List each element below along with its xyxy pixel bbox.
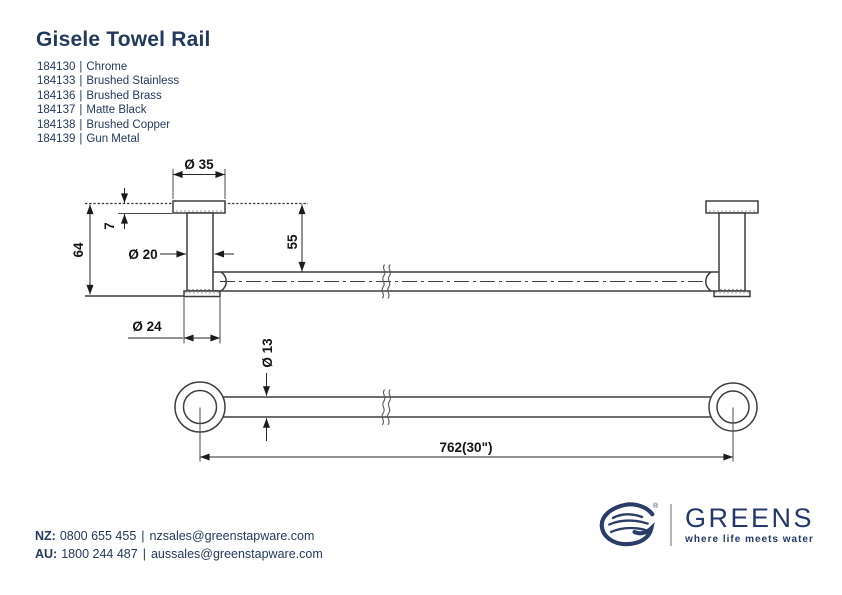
dim-post-diameter: Ø 20: [128, 247, 234, 262]
greens-logo: ® GREENS where life meets water: [599, 502, 814, 548]
logo-divider: [670, 504, 672, 546]
nz-label: NZ:: [35, 529, 56, 543]
dim-cap-width-label: Ø 35: [184, 157, 214, 172]
variant-code: 184130: [37, 61, 76, 73]
page-title: Gisele Towel Rail: [36, 28, 211, 51]
brand-text: GREENS where life meets water: [685, 503, 815, 546]
variant-code: 184139: [37, 133, 76, 146]
variant-row: 184137|Matte Black: [37, 103, 179, 117]
dim-post-diameter-label: Ø 20: [128, 247, 157, 262]
variant-finish: Gun Metal: [86, 133, 140, 146]
break-mark-plan: [381, 389, 391, 426]
contact-nz: NZ:0800 655 455 | nzsales@greenstapware.co…: [35, 527, 323, 545]
variant-code: 184136: [37, 89, 76, 102]
contact-info: NZ:0800 655 455|nzsales@greenstapware.co…: [35, 527, 323, 563]
variant-row: 184139|Gun Metal: [37, 132, 179, 146]
dim-rail-diameter-label: Ø 13: [260, 338, 275, 368]
break-mark-front: [381, 264, 391, 299]
variant-row: 184130|Chrome: [37, 60, 179, 74]
variant-finish: Brushed Brass: [86, 89, 162, 102]
left-post: [186, 212, 214, 292]
front-view: Ø 35 7 64 Ø 20 55: [71, 157, 759, 344]
right-base: [713, 290, 751, 298]
dim-cap-thickness-label: 7: [102, 222, 117, 230]
variant-separator: |: [79, 61, 83, 73]
variant-code: 184138: [37, 118, 76, 131]
variant-row: 184136|Brushed Brass: [37, 89, 179, 103]
registered-mark: ®: [653, 503, 659, 510]
au-phone: 1800 244 487: [61, 547, 138, 561]
dim-cap-thickness: 7: [102, 188, 172, 230]
dim-overall-length-label: 762(30"): [440, 440, 493, 455]
greens-wave-icon: ®: [599, 502, 659, 548]
variant-finish: Brushed Copper: [86, 118, 171, 131]
dim-base-diameter: Ø 24: [128, 297, 221, 344]
dim-overall-height-label: 64: [71, 242, 86, 258]
plan-view: Ø 13 762(30"): [174, 338, 758, 462]
dim-rail-height-label: 55: [285, 234, 300, 250]
variant-finish: Matte Black: [86, 104, 147, 117]
brand-tagline: where life meets water: [685, 534, 814, 545]
contact-separator: |: [142, 547, 146, 561]
variant-code: 184137: [37, 104, 76, 117]
dim-base-diameter-label: Ø 24: [132, 319, 162, 334]
dim-overall-height: 64: [71, 204, 94, 295]
contact-separator: |: [141, 529, 145, 543]
dim-rail-diameter: Ø 13: [260, 338, 275, 441]
dim-rail-height: 55: [285, 204, 306, 272]
dim-overall-length: 762(30"): [199, 407, 734, 462]
variant-separator: |: [79, 118, 83, 131]
right-post: [718, 212, 746, 292]
nz-email: nzsales@greenstapware.com: [149, 529, 315, 543]
nz-phone: 0800 655 455: [59, 529, 137, 543]
variant-separator: |: [79, 75, 83, 88]
variant-separator: |: [79, 133, 83, 146]
left-base: [183, 290, 221, 298]
dim-cap-width: Ø 35: [172, 157, 226, 199]
contact-au: AU:1800 244 487 | aussales@greenstapware.c…: [35, 545, 323, 563]
au-email: aussales@greenstapware.com: [150, 547, 323, 561]
variant-separator: |: [79, 104, 83, 117]
variant-finish: Chrome: [86, 61, 128, 73]
variant-row: 184133|Brushed Stainless: [37, 74, 179, 88]
variant-separator: |: [79, 89, 83, 102]
variant-list: 184130|Chrome 184133|Brushed Stainless 1…: [37, 60, 179, 146]
variant-code: 184133: [37, 75, 76, 88]
variant-row: 184138|Brushed Copper: [37, 118, 179, 132]
variant-finish: Brushed Stainless: [86, 75, 180, 88]
brand-name: GREENS: [685, 503, 815, 533]
au-label: AU:: [35, 547, 58, 561]
